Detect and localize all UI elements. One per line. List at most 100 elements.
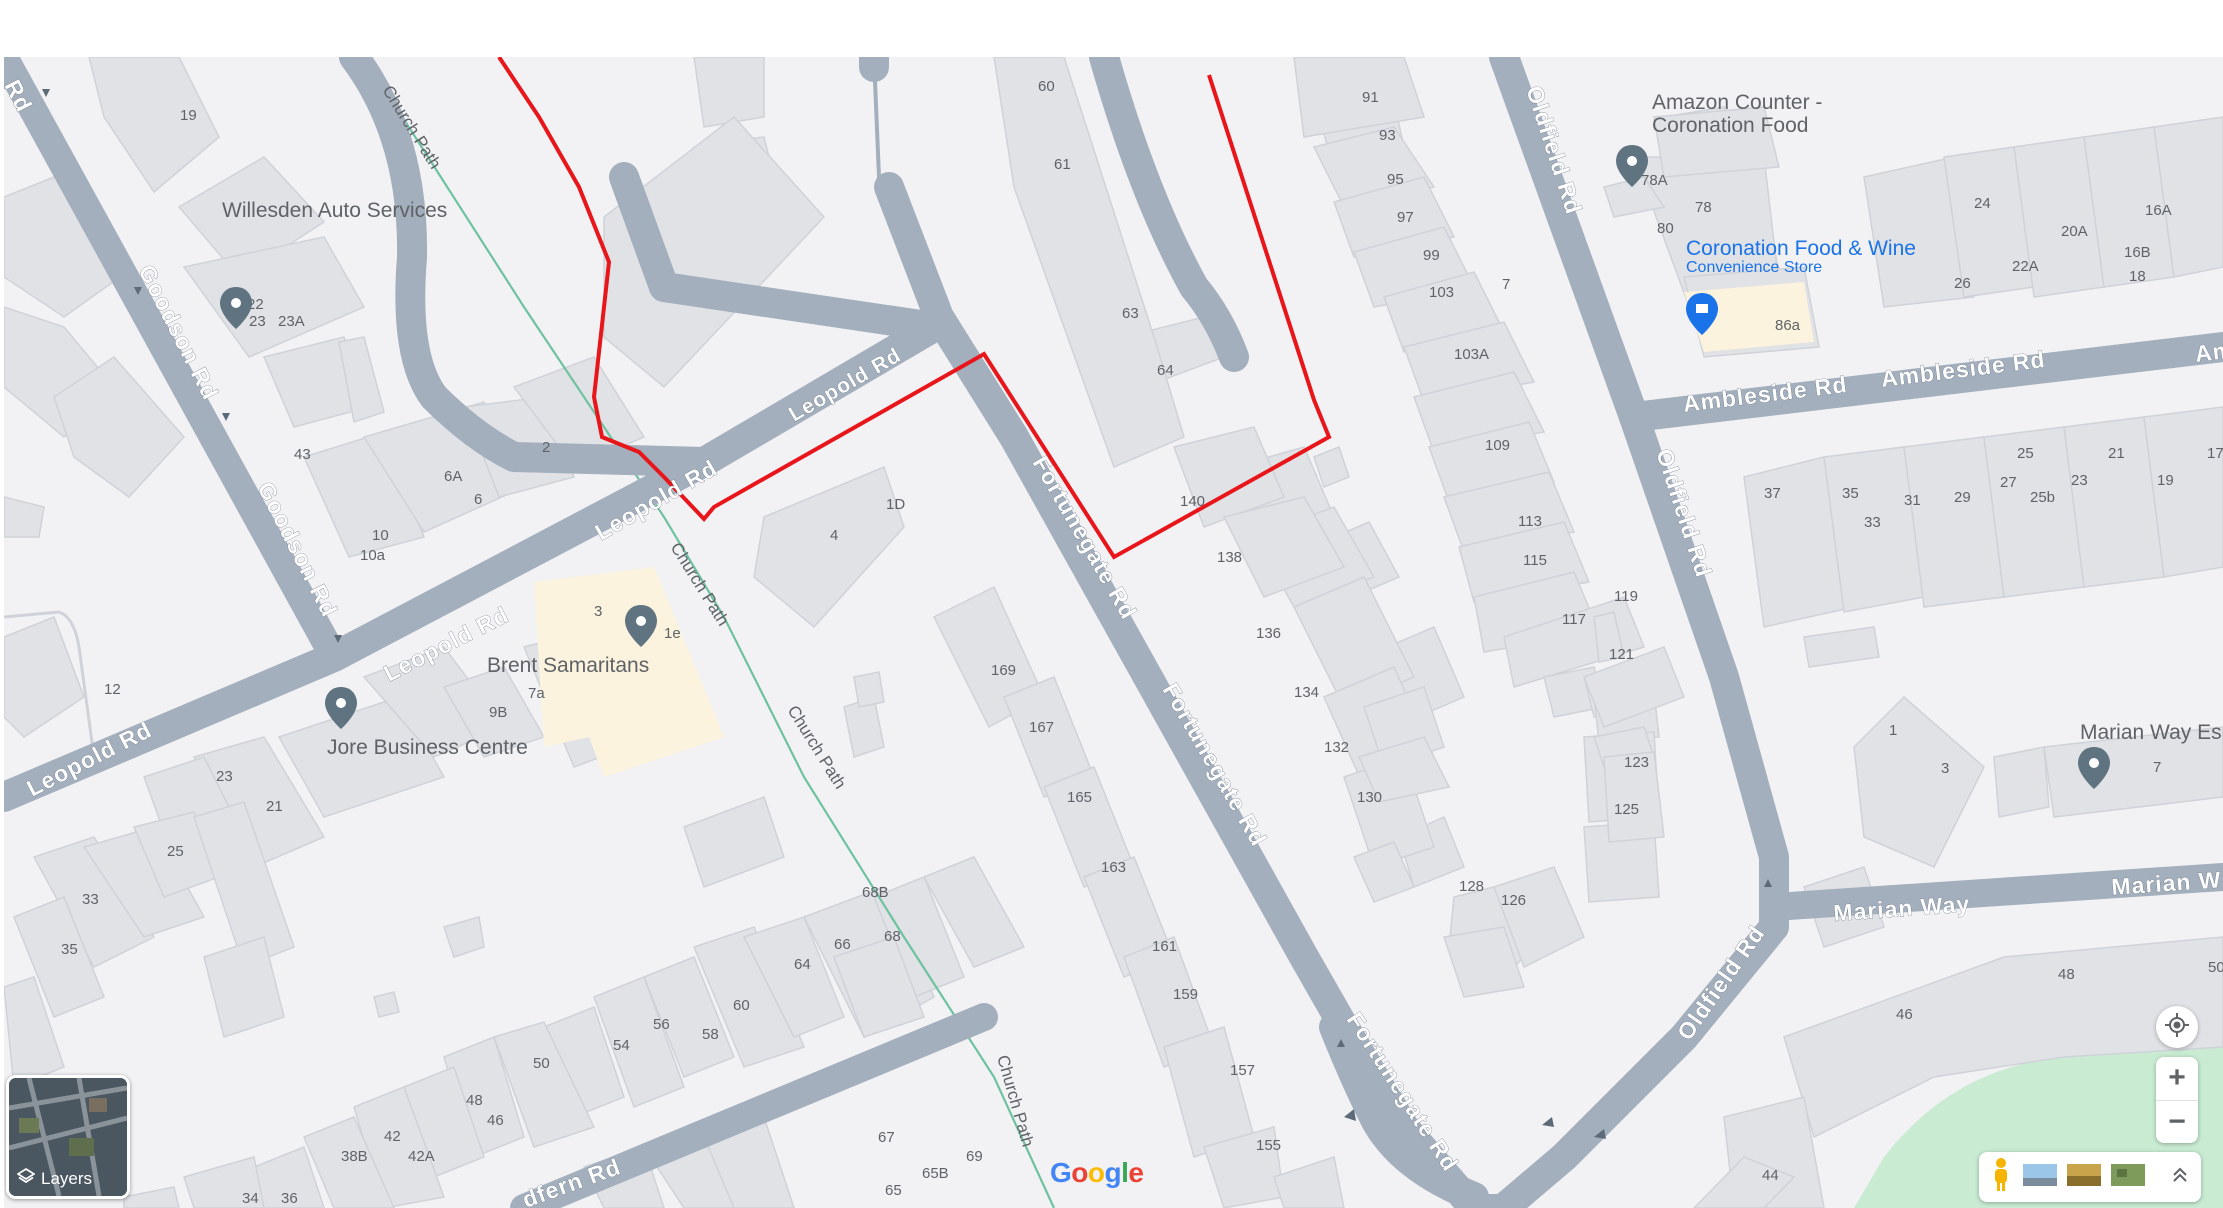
one-way-arrows	[42, 89, 1772, 1139]
svg-text:46: 46	[487, 1112, 504, 1129]
svg-text:3: 3	[1941, 760, 1949, 777]
street-view-bar	[1979, 1152, 2201, 1202]
svg-text:91: 91	[1362, 89, 1379, 106]
svg-text:29: 29	[1954, 489, 1971, 506]
poi-amazon-line2[interactable]: Coronation Food	[1652, 114, 1808, 137]
imagery-thumbnail-icon[interactable]	[2111, 1163, 2145, 1191]
svg-text:130: 130	[1357, 789, 1382, 806]
pin-willesden-auto[interactable]	[220, 287, 252, 329]
my-location-button[interactable]	[2156, 1006, 2198, 1048]
svg-text:64: 64	[794, 956, 811, 973]
svg-text:68B: 68B	[862, 884, 889, 901]
svg-text:22A: 22A	[2012, 258, 2039, 275]
pin-coronation-food[interactable]	[1686, 293, 1718, 335]
svg-text:136: 136	[1256, 625, 1281, 642]
svg-text:9B: 9B	[489, 704, 507, 721]
svg-text:117: 117	[1562, 611, 1586, 628]
terrain-thumbnail-icon[interactable]	[2023, 1163, 2057, 1191]
svg-text:56: 56	[653, 1016, 670, 1033]
svg-text:138: 138	[1217, 549, 1242, 566]
church-path-line	[363, 57, 1056, 1208]
poi-willesden-auto[interactable]: Willesden Auto Services	[222, 199, 447, 222]
pin-marian-way-es[interactable]	[2078, 747, 2110, 789]
label-church-path-4: Church Path	[993, 1053, 1037, 1149]
svg-text:26: 26	[1954, 275, 1971, 292]
svg-text:35: 35	[1842, 485, 1859, 502]
svg-text:165: 165	[1067, 789, 1092, 806]
svg-text:68: 68	[884, 928, 901, 945]
svg-text:65B: 65B	[922, 1165, 949, 1182]
svg-text:20A: 20A	[2061, 223, 2088, 240]
svg-text:86a: 86a	[1775, 317, 1801, 334]
svg-text:27: 27	[2000, 474, 2017, 491]
svg-text:48: 48	[2058, 966, 2075, 983]
svg-text:169: 169	[991, 662, 1016, 679]
svg-text:43: 43	[294, 446, 311, 463]
svg-text:109: 109	[1485, 437, 1510, 454]
svg-text:33: 33	[1864, 514, 1881, 531]
svg-text:159: 159	[1173, 986, 1198, 1003]
svg-text:1D: 1D	[886, 496, 905, 513]
svg-text:12: 12	[104, 681, 121, 698]
svg-text:123: 123	[1624, 754, 1649, 771]
svg-text:93: 93	[1379, 127, 1396, 144]
route-boundary	[497, 57, 1332, 560]
satellite-thumbnail-icon[interactable]	[2067, 1163, 2101, 1191]
svg-text:4: 4	[830, 527, 838, 544]
road-network	[4, 57, 2223, 1208]
svg-text:64: 64	[1157, 362, 1174, 379]
svg-text:50: 50	[533, 1055, 550, 1072]
svg-text:7: 7	[1502, 276, 1510, 293]
poi-coronation-food[interactable]: Coronation Food & Wine	[1686, 237, 1916, 260]
zoom-in-button[interactable]: +	[2156, 1057, 2198, 1101]
label-church-path-2: Church Path	[667, 539, 733, 629]
poi-coronation-type: Convenience Store	[1686, 259, 1822, 276]
svg-text:119: 119	[1614, 588, 1638, 605]
label-church-path-3: Church Path	[784, 702, 850, 792]
svg-text:163: 163	[1101, 859, 1126, 876]
pin-jore-business[interactable]	[325, 687, 357, 729]
svg-text:23: 23	[216, 768, 233, 785]
layers-label: Layers	[41, 1168, 93, 1188]
svg-text:2: 2	[542, 439, 550, 456]
svg-text:48: 48	[466, 1092, 483, 1109]
label-ambleside-edge: Am	[2193, 336, 2223, 367]
svg-text:161: 161	[1152, 938, 1177, 955]
svg-text:1: 1	[1889, 722, 1897, 739]
svg-text:63: 63	[1122, 305, 1139, 322]
pegman-icon[interactable]	[1989, 1157, 2013, 1198]
svg-text:3: 3	[594, 603, 602, 620]
brent-samaritans-area	[534, 567, 724, 777]
svg-text:60: 60	[1038, 78, 1055, 95]
pin-brent-samaritans[interactable]	[625, 605, 657, 647]
svg-text:23: 23	[249, 313, 266, 330]
svg-text:78A: 78A	[1641, 172, 1668, 189]
poi-amazon-line1[interactable]: Amazon Counter -	[1652, 91, 1822, 114]
svg-text:115: 115	[1523, 552, 1547, 569]
svg-text:113: 113	[1518, 513, 1542, 530]
poi-labels: Willesden Auto Services Amazon Counter -…	[222, 91, 2222, 759]
svg-text:7a: 7a	[528, 685, 545, 702]
zoom-out-button[interactable]: −	[2168, 1104, 2186, 1138]
expand-up-icon[interactable]	[2171, 1166, 2189, 1189]
svg-text:66: 66	[834, 936, 851, 953]
map-canvas[interactable]: Leopold Rd Leopold Rd Leopold Rd Leopold…	[4, 57, 2223, 1208]
poi-marian-way-es[interactable]: Marian Way Es	[2080, 721, 2222, 744]
buildings	[4, 57, 2223, 1208]
label-leopold-rd-4: Leopold Rd	[785, 344, 905, 427]
svg-text:128: 128	[1459, 878, 1484, 895]
poi-jore-business[interactable]: Jore Business Centre	[327, 736, 528, 759]
layers-button[interactable]: Layers	[6, 1075, 130, 1199]
svg-text:33: 33	[82, 891, 99, 908]
svg-text:38B: 38B	[341, 1148, 368, 1165]
google-logo: Google	[1050, 1157, 1144, 1188]
svg-text:97: 97	[1397, 209, 1414, 226]
zoom-controls: + −	[2156, 1057, 2198, 1143]
poi-pins	[220, 145, 2110, 789]
svg-text:121: 121	[1609, 646, 1634, 663]
svg-text:31: 31	[1904, 492, 1921, 509]
poi-brent-samaritans[interactable]: Brent Samaritans	[487, 654, 649, 677]
svg-text:60: 60	[733, 997, 750, 1014]
pin-amazon-counter[interactable]	[1616, 145, 1648, 187]
svg-text:1e: 1e	[664, 625, 681, 642]
